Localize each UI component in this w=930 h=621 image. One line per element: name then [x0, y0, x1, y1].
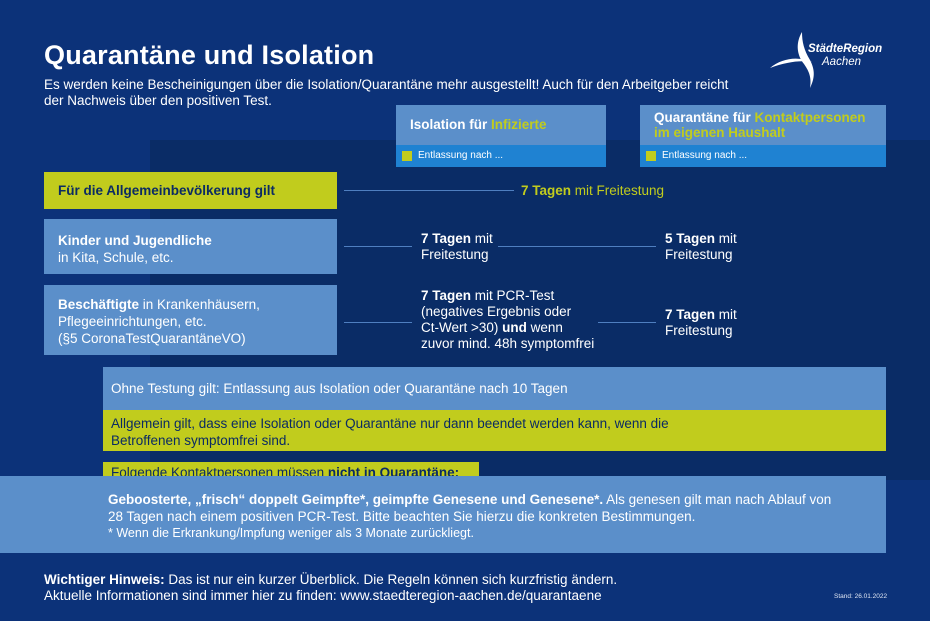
connector-line: [598, 322, 656, 323]
page-title: Quarantäne und Isolation: [44, 40, 375, 70]
logo-line-2: Aachen: [822, 56, 862, 68]
staedteregion-logo-icon: [770, 32, 814, 88]
connector-line: [498, 246, 656, 247]
intro-text: Es werden keine Bescheinigungen über die…: [44, 77, 729, 108]
no-testing-text: Ohne Testung gilt: Entlassung aus Isolat…: [111, 381, 568, 396]
logo-line-1: StädteRegion: [808, 43, 883, 55]
isolation-subheader: Entlassung nach ...: [396, 145, 606, 167]
isolation-sub-label: Entlassung nach ...: [418, 150, 504, 161]
children-qua-rest-1: mit: [715, 231, 737, 246]
workers-iso-l3c: wenn: [526, 320, 563, 335]
connector-line: [344, 190, 514, 191]
no-testing-note: Ohne Testung gilt: Entlassung aus Isolat…: [103, 367, 886, 410]
footer-hint: Wichtiger Hinweis: Das ist nur ein kurze…: [44, 572, 617, 604]
column-header-quarantine: Quarantäne für Kontaktpersonen im eigene…: [640, 105, 886, 145]
isolation-label: Isolation für: [410, 117, 491, 132]
children-iso-rest-1: mit: [471, 231, 493, 246]
column-header-isolation: Isolation für Infizierte: [396, 105, 606, 145]
connector-line: [344, 322, 412, 323]
quarantine-label: Quarantäne für: [654, 110, 755, 125]
workers-qua-bold: 7 Tagen: [665, 307, 716, 322]
lime-square-icon: [646, 151, 656, 161]
workers-iso-l1: mit PCR-Test: [471, 288, 555, 303]
row-general-label: Für die Allgemeinbevölkerung gilt: [44, 172, 337, 209]
symptom-free-note: Allgemein gilt, dass eine Isolation oder…: [103, 410, 886, 451]
workers-label-rest-3: (§5 CoronaTestQuarantäneVO): [58, 331, 246, 346]
workers-label-rest-2: Pflegeeinrichtungen, etc.: [58, 314, 207, 329]
logo-wordmark: StädteRegion Aachen: [808, 43, 882, 69]
stand-date: Stand: 26.01.2022: [834, 593, 888, 600]
general-value-bold: 7 Tagen: [521, 183, 572, 198]
workers-iso-l2: (negatives Ergebnis oder: [421, 304, 572, 319]
workers-qua-rest-2: Freitestung: [665, 323, 733, 338]
workers-iso-bold: 7 Tagen: [421, 288, 472, 303]
hint-bold: Wichtiger Hinweis:: [44, 572, 165, 587]
workers-iso-l3a: Ct-Wert >30): [421, 320, 503, 335]
workers-iso-l4: zuvor mind. 48h symptomfrei: [421, 336, 595, 351]
exempt-rest-1: Als genesen gilt man nach Ablauf von: [603, 492, 832, 507]
children-isolation-value: 7 Tagen mit Freitestung: [421, 231, 493, 263]
quarantine-label-highlight-2: im eigenen Haushalt: [654, 125, 786, 140]
children-iso-rest-2: Freitestung: [421, 247, 489, 262]
workers-quarantine-value: 7 Tagen mit Freitestung: [665, 307, 737, 339]
row-children-label: Kinder und Jugendliche in Kita, Schule, …: [44, 219, 337, 274]
exempt-box: Geboosterte, „frisch“ doppelt Geimpfte*,…: [0, 476, 886, 553]
quarantine-label-highlight-1: Kontaktpersonen: [754, 110, 866, 125]
quarantine-sub-label: Entlassung nach ...: [662, 150, 748, 161]
lime-square-icon: [402, 151, 412, 161]
connector-line: [344, 246, 412, 247]
hint-rest: Das ist nur ein kurzer Überblick. Die Re…: [164, 572, 618, 587]
general-value-rest: mit Freitestung: [571, 183, 665, 198]
workers-qua-rest-1: mit: [715, 307, 737, 322]
children-qua-bold: 5 Tagen: [665, 231, 716, 246]
quarantine-subheader: Entlassung nach ...: [640, 145, 886, 167]
exempt-rest-2: 28 Tagen nach einem positiven PCR-Test. …: [108, 508, 696, 524]
row-workers-label: Beschäftigte in Krankenhäusern, Pflegeei…: [44, 285, 337, 355]
exempt-footnote: * Wenn die Erkrankung/Impfung weniger al…: [108, 526, 474, 540]
workers-iso-l3b: und: [502, 320, 527, 335]
workers-label-rest-1: in Krankenhäusern,: [139, 297, 260, 312]
children-qua-rest-2: Freitestung: [665, 247, 733, 262]
children-iso-bold: 7 Tagen: [421, 231, 472, 246]
general-label-text: Für die Allgemeinbevölkerung gilt: [58, 183, 276, 198]
exempt-bold: Geboosterte, „frisch“ doppelt Geimpfte*,…: [108, 492, 604, 507]
general-value: 7 Tagen mit Freitestung: [521, 183, 664, 199]
info-link-text: Aktuelle Informationen sind immer hier z…: [44, 588, 602, 603]
children-label-bold: Kinder und Jugendliche: [58, 233, 212, 248]
children-quarantine-value: 5 Tagen mit Freitestung: [665, 231, 737, 263]
workers-label-bold: Beschäftigte: [58, 297, 140, 312]
workers-isolation-value: 7 Tagen mit PCR-Test (negatives Ergebnis…: [421, 288, 594, 352]
isolation-label-highlight: Infizierte: [491, 117, 547, 132]
children-label-rest: in Kita, Schule, etc.: [58, 250, 174, 265]
symptom-line-2: Betroffenen symptomfrei sind.: [111, 433, 291, 448]
symptom-line-1: Allgemein gilt, dass eine Isolation oder…: [111, 416, 669, 431]
